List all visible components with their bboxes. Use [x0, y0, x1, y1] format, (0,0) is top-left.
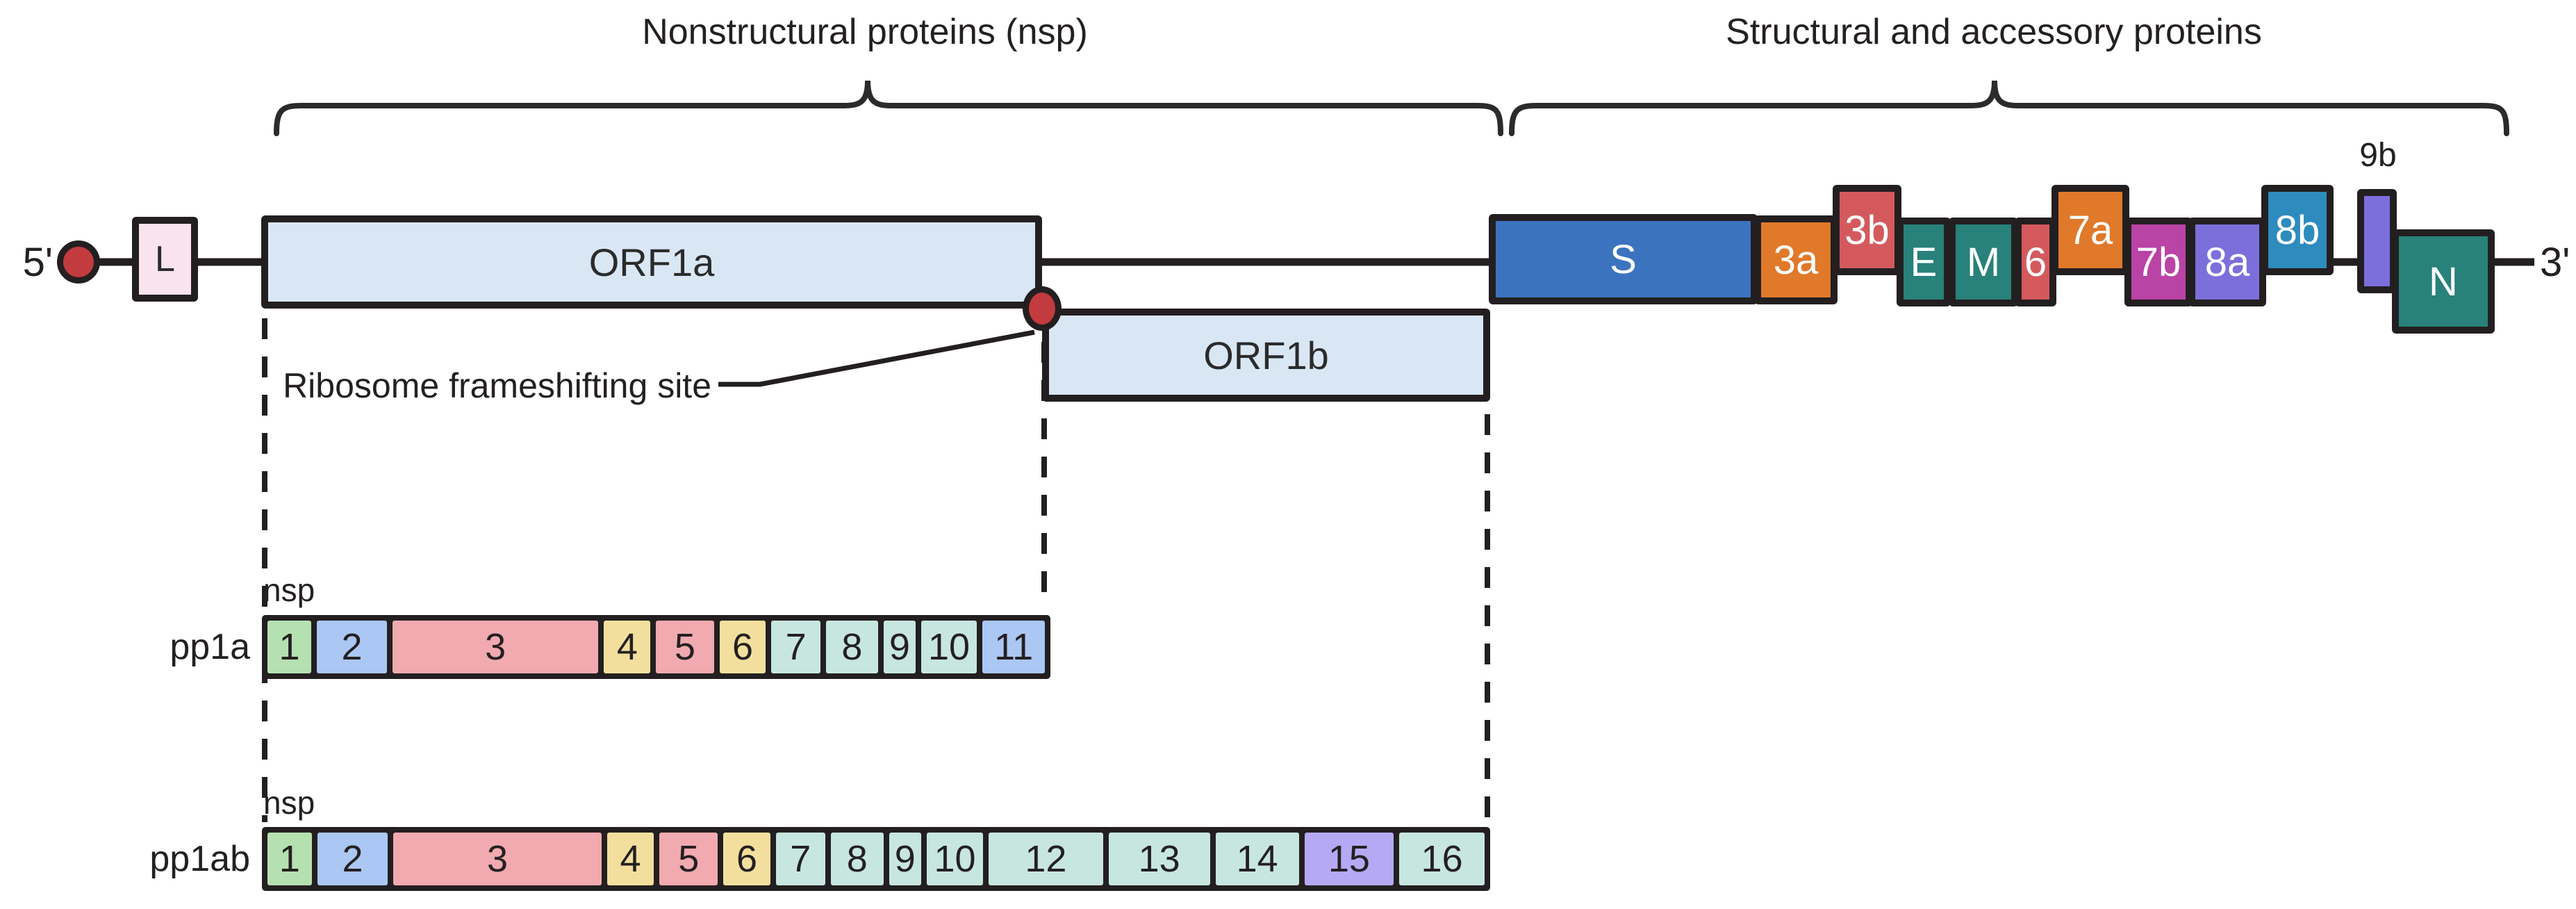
- nsp-segment-number: 7: [790, 838, 811, 880]
- nsp-segment-number: 4: [620, 838, 641, 880]
- nsp-segment-number: 11: [994, 626, 1034, 668]
- pp1a-nsp-segment-8: 8: [825, 621, 878, 673]
- pp1a-nsp-segment-5: 5: [656, 621, 714, 673]
- nsp-segment-number: 1: [279, 838, 300, 880]
- pp1a-nsp-segment-1: 1: [267, 621, 312, 673]
- pp1ab-nsp-segment-2: 2: [317, 833, 388, 885]
- orf-box-label-S: S: [1610, 236, 1637, 282]
- pp1a-nsp-segment-7: 7: [771, 621, 820, 673]
- orf-box-label-6: 6: [2024, 239, 2047, 285]
- orf-box-label-M: M: [1966, 239, 2001, 285]
- pp1ab-nsp-segment-9: 9: [889, 833, 921, 885]
- pp1ab-nsp-segment-14: 14: [1215, 833, 1299, 885]
- orf1b-box: ORF1b: [1042, 309, 1490, 402]
- pp1ab-nsp-segment-4: 4: [606, 833, 654, 885]
- pp1a-name-label: pp1a: [170, 627, 250, 667]
- nsp-segment-number: 6: [732, 626, 754, 668]
- five-prime-label: 5': [22, 240, 53, 285]
- pp1ab-nsp-segment-1: 1: [267, 833, 312, 885]
- nsp-segment-number: 3: [487, 838, 509, 880]
- nsp-segment-number: 3: [485, 626, 506, 668]
- nsp-segment-number: 6: [736, 838, 758, 880]
- pp1a-nsp-segment-10: 10: [920, 621, 977, 673]
- orf-box-9b: [2357, 189, 2397, 293]
- pp1ab-nsp-segment-6: 6: [723, 833, 770, 885]
- orf1a-box: ORF1a: [261, 215, 1042, 309]
- orf-box-label-N: N: [2429, 259, 2458, 304]
- nsp-segment-number: 10: [934, 838, 976, 880]
- orf-box-label-7a: 7a: [2067, 207, 2113, 253]
- pp1ab-nsp-segment-12: 12: [989, 833, 1103, 885]
- nsp-segment-number: 2: [341, 626, 363, 668]
- pp1ab-nsp-segment-3: 3: [393, 833, 602, 885]
- orf-box-label-7b: 7b: [2136, 239, 2181, 285]
- orf-box-3b: 3b: [1833, 185, 1901, 275]
- leader-box-label: L: [155, 239, 175, 279]
- nsp-segment-number: 10: [927, 626, 971, 668]
- orf1a-label: ORF1a: [588, 240, 715, 284]
- orf-box-3a: 3a: [1754, 215, 1838, 304]
- orf-box-E: E: [1897, 218, 1951, 306]
- pp1a-nsp-segment-9: 9: [883, 621, 916, 673]
- frameshift-site-dot: [1023, 286, 1062, 331]
- orf-box-label-8a: 8a: [2204, 239, 2250, 285]
- orf9b-label: 9b: [2359, 137, 2397, 174]
- orf-box-7b: 7b: [2124, 218, 2193, 306]
- three-prime-label: 3': [2540, 240, 2570, 285]
- nsp-segment-number: 9: [894, 838, 916, 880]
- orf-box-M: M: [1949, 218, 2018, 306]
- orf-box-label-3a: 3a: [1773, 237, 1819, 283]
- structural-title: Structural and accessory proteins: [1726, 12, 2262, 52]
- left-brace: [274, 80, 1503, 136]
- pp1ab-nsp-label: nsp: [263, 785, 315, 821]
- pp1ab-nsp-segment-7: 7: [775, 833, 825, 885]
- pp1a-nsp-segment-6: 6: [719, 621, 766, 673]
- pp1a-nsp-segment-2: 2: [317, 621, 387, 673]
- five-prime-cap-dot: [57, 240, 100, 284]
- nsp-segment-number: 9: [889, 626, 910, 668]
- pp1ab-nsp-segment-5: 5: [659, 833, 718, 885]
- pp1ab-nsp-segment-16: 16: [1399, 833, 1485, 885]
- nsp-segment-number: 2: [342, 838, 363, 880]
- frameshift-leader-line: [718, 329, 1035, 387]
- pp1ab-nsp-segment-8: 8: [830, 833, 884, 885]
- nsp-segment-number: 7: [785, 626, 807, 668]
- nsp-segment-number: 5: [674, 626, 695, 668]
- frameshift-site-label: Ribosome frameshifting site: [283, 366, 711, 405]
- orf-box-8b: 8b: [2261, 185, 2334, 275]
- pp1ab-nsp-segment-13: 13: [1108, 833, 1210, 885]
- orf-box-8a: 8a: [2188, 218, 2266, 306]
- pp1ab-name-label: pp1ab: [149, 839, 250, 879]
- right-brace: [1509, 80, 2509, 136]
- nsp-segment-number: 1: [279, 626, 300, 668]
- nsp-segment-number: 16: [1421, 838, 1463, 880]
- nsp-segment-number: 8: [846, 838, 868, 880]
- orf-box-6: 6: [2015, 218, 2056, 306]
- nsp-segment-number: 15: [1328, 838, 1370, 880]
- nsp-segment-number: 5: [678, 838, 700, 880]
- orf-box-label-8b: 8b: [2274, 207, 2320, 253]
- nsp-segment-number: 13: [1138, 838, 1180, 880]
- pp1a-nsp-segment-11: 11: [982, 621, 1045, 673]
- leader-box: L: [132, 217, 198, 302]
- nsp-segment-number: 14: [1236, 838, 1278, 880]
- nsp-segment-number: 4: [616, 626, 638, 668]
- nsp-segment-number: 12: [1025, 838, 1067, 880]
- nonstructural-title: Nonstructural proteins (nsp): [642, 12, 1088, 52]
- orf-box-S: S: [1489, 214, 1758, 304]
- pp1ab-nsp-segment-15: 15: [1304, 833, 1394, 885]
- nsp-segment-number: 8: [841, 626, 863, 668]
- pp1a-nsp-label: nsp: [263, 572, 315, 608]
- orf-box-7a: 7a: [2051, 185, 2129, 275]
- pp1ab-nsp-segment-10: 10: [926, 833, 984, 885]
- orf-box-label-3b: 3b: [1844, 207, 1890, 253]
- orf-box-label-E: E: [1910, 239, 1938, 285]
- orf-box-N: N: [2392, 229, 2495, 334]
- pp1a-nsp-segment-4: 4: [604, 621, 651, 673]
- pp1a-nsp-segment-3: 3: [392, 621, 599, 673]
- orf1b-label: ORF1b: [1203, 333, 1329, 377]
